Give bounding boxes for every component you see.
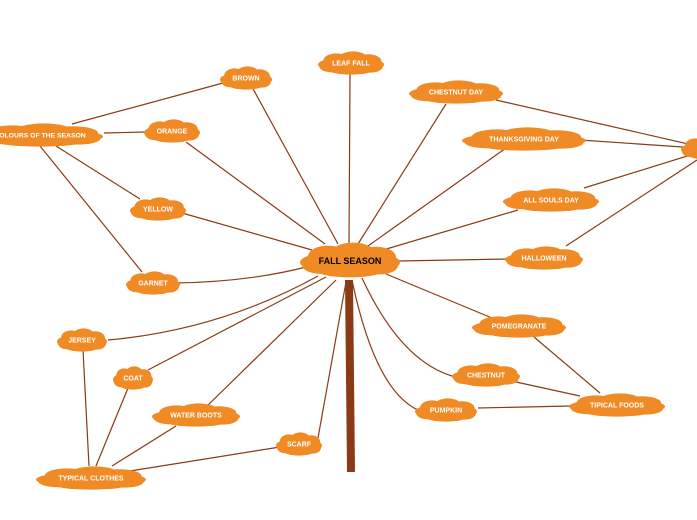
edge-boots-clothes	[111, 425, 177, 467]
node-water-boots-label: WATER BOOTS	[170, 413, 222, 420]
node-pumpkin[interactable]: PUMPKIN	[415, 398, 477, 422]
node-chestnut-day-label: CHESTNUT DAY	[429, 90, 484, 97]
node-chestnut-day[interactable]: CHESTNUT DAY	[409, 80, 503, 104]
edge-colours-brown	[71, 82, 224, 125]
edge-jersey-clothes	[82, 349, 90, 467]
node-colours-label: COLOURS OF THE SEASON	[0, 133, 86, 140]
edge-colours-orange	[103, 131, 147, 134]
edge-center-yellow	[181, 212, 313, 251]
edge-center-brown	[251, 86, 339, 245]
node-coat-label: COAT	[123, 376, 143, 383]
edge-center-pomegranate	[385, 273, 493, 319]
node-water-boots[interactable]: WATER BOOTS	[152, 403, 240, 427]
node-typical-foods[interactable]: TIPICAL FOODS	[569, 393, 665, 417]
edge-center-chestnut	[361, 277, 453, 377]
node-scarf[interactable]: SCARF	[276, 432, 322, 456]
node-yellow-label: YELLOW	[143, 207, 173, 214]
edge-scarf-clothes	[129, 446, 281, 472]
nodes-layer: COLOURS OF THE SEASON BROWN ORANGE YELLOW GA…	[0, 51, 697, 490]
connections	[39, 73, 697, 472]
node-leaf-fall[interactable]: LEAF FALL	[318, 51, 384, 75]
edge-all-souls-hub	[583, 152, 697, 189]
edge-center-garnet	[173, 265, 311, 284]
node-colours[interactable]: COLOURS OF THE SEASON	[0, 123, 103, 147]
node-typical-clothes-label: TYPICAL CLOTHES	[58, 476, 124, 483]
node-garnet[interactable]: GARNET	[126, 271, 180, 295]
node-orange-label: ORANGE	[157, 129, 188, 136]
edge-chestnut-day-hub	[495, 99, 697, 147]
edge-center-orange	[185, 141, 326, 245]
node-typical-clothes[interactable]: TYPICAL CLOTHES	[36, 466, 146, 490]
node-all-souls-label: ALL SOULS DAY	[523, 198, 579, 205]
node-scarf-label: SCARF	[287, 442, 312, 449]
edge-center-coat	[147, 276, 327, 371]
edge-center-thanksgiving	[367, 147, 507, 247]
node-pomegranate-label: POMEGRANATE	[492, 324, 547, 331]
node-jersey[interactable]: JERSEY	[57, 328, 107, 352]
edge-center-halloween	[397, 258, 509, 262]
node-chestnut-label: CHESTNUT	[467, 373, 506, 380]
edge-center-leaf-fall	[348, 73, 351, 244]
node-festivities-hub[interactable]	[681, 136, 697, 159]
node-leaf-fall-label: LEAF FALL	[332, 61, 370, 68]
node-fall-season-label: FALL SEASON	[319, 256, 382, 266]
node-halloween[interactable]: HALLOWEEN	[505, 246, 583, 270]
node-brown-label: BROWN	[232, 76, 259, 83]
node-fall-season[interactable]: FALL SEASON	[300, 242, 400, 278]
node-jersey-label: JERSEY	[68, 338, 96, 345]
edge-center-jersey	[107, 275, 319, 341]
edge-pumpkin-foods	[477, 405, 571, 409]
node-all-souls[interactable]: ALL SOULS DAY	[503, 188, 599, 212]
node-garnet-label: GARNET	[138, 281, 168, 288]
edge-pomegranate-foods	[533, 336, 601, 394]
node-halloween-label: HALLOWEEN	[521, 256, 566, 263]
node-chestnut[interactable]: CHESTNUT	[452, 363, 520, 387]
edge-thanksgiving-hub	[579, 139, 697, 149]
trunk-stem	[345, 280, 355, 472]
node-brown[interactable]: BROWN	[220, 66, 272, 90]
edge-chestnut-foods	[515, 381, 581, 397]
edge-colours-garnet	[39, 145, 143, 273]
edge-center-water-boots	[205, 279, 337, 408]
edge-colours-yellow	[55, 145, 141, 200]
node-yellow[interactable]: YELLOW	[130, 197, 186, 221]
edge-coat-clothes	[95, 387, 129, 467]
node-coat[interactable]: COAT	[113, 366, 153, 390]
edge-center-chestnut-day	[357, 103, 447, 245]
node-thanksgiving-label: THANKSGIVING DAY	[489, 137, 559, 144]
node-thanksgiving[interactable]: THANKSGIVING DAY	[462, 127, 586, 151]
node-typical-foods-label: TIPICAL FOODS	[590, 403, 644, 410]
node-pumpkin-label: PUMPKIN	[430, 408, 462, 415]
node-orange[interactable]: ORANGE	[144, 119, 200, 143]
edge-center-all-souls	[382, 209, 519, 251]
edge-halloween-hub	[565, 159, 697, 247]
edge-center-scarf	[317, 281, 347, 439]
node-pomegranate[interactable]: POMEGRANATE	[472, 314, 566, 338]
edge-center-pumpkin	[351, 279, 419, 411]
